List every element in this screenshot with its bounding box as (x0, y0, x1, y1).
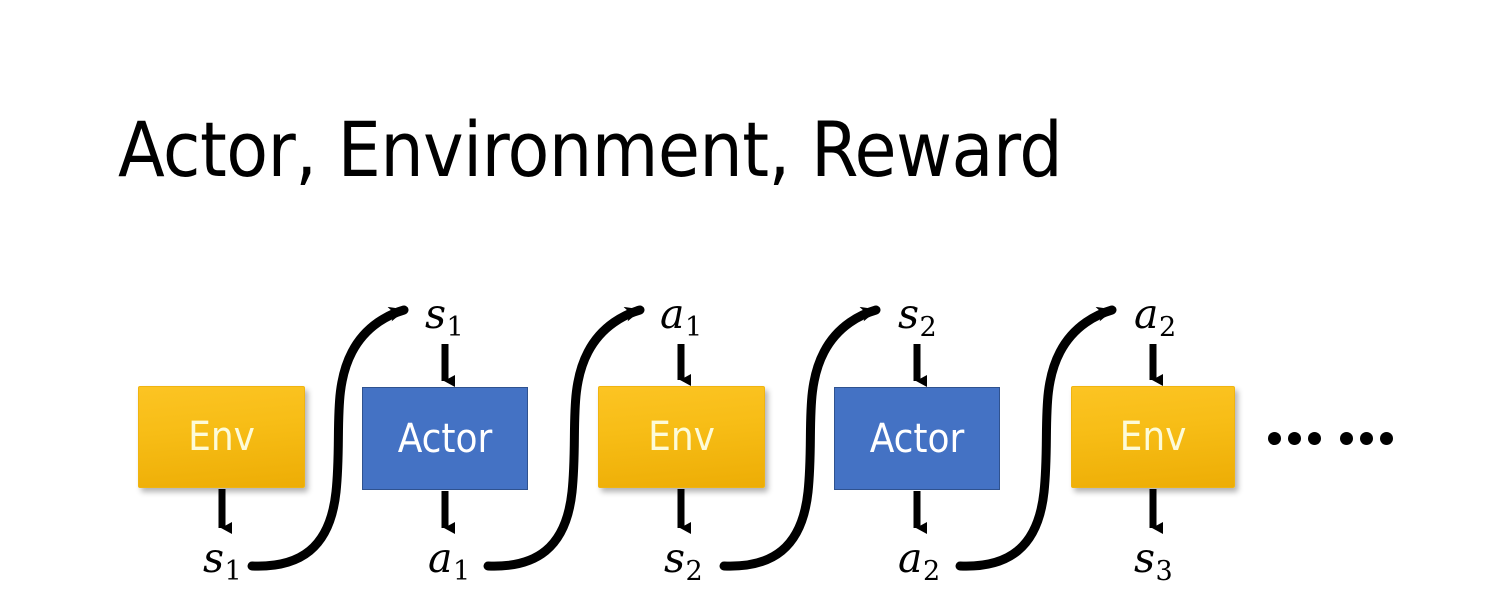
label-base: s (898, 290, 920, 338)
label-sub: 2 (922, 555, 941, 587)
label-sub: 1 (224, 555, 242, 587)
ellipsis-continuation (1268, 432, 1393, 445)
node-env-2[interactable]: Env (598, 386, 765, 488)
label-base: s (425, 290, 447, 338)
node-label: Env (648, 414, 715, 460)
node-actor-2[interactable]: Actor (834, 387, 1000, 490)
node-label: Actor (397, 415, 493, 462)
ellipsis-dot (1340, 432, 1353, 445)
label-sub: 1 (446, 311, 464, 343)
node-label: Env (188, 414, 255, 460)
node-label: Env (1119, 414, 1187, 460)
label-state-s2-bottom: s2 (664, 538, 703, 585)
label-base: s (1134, 534, 1156, 582)
label-base: a (898, 534, 923, 582)
label-state-s2-top: s2 (898, 294, 937, 341)
label-base: a (428, 534, 453, 582)
ellipsis-dot (1308, 432, 1321, 445)
node-env-3[interactable]: Env (1071, 386, 1235, 488)
ellipsis-dot (1380, 432, 1393, 445)
label-state-s1-bottom: s1 (203, 538, 242, 585)
label-action-a2-top: a2 (1134, 294, 1176, 341)
label-sub: 2 (1158, 311, 1177, 343)
ellipsis-gap (1328, 438, 1333, 439)
arrows-box-to-label (218, 489, 1163, 534)
label-base: a (1134, 290, 1159, 338)
label-sub: 3 (1155, 555, 1173, 587)
ellipsis-dot (1288, 432, 1301, 445)
label-sub: 2 (919, 311, 937, 343)
label-action-a2-bottom: a2 (898, 538, 940, 585)
label-state-s3-bottom: s3 (1134, 538, 1173, 585)
label-action-a1-top: a1 (660, 294, 702, 341)
label-base: s (203, 534, 225, 582)
label-base: a (660, 290, 685, 338)
label-sub: 1 (452, 555, 471, 587)
node-label: Actor (869, 415, 965, 462)
ellipsis-dot (1360, 432, 1373, 445)
label-sub: 2 (685, 555, 703, 587)
label-base: s (664, 534, 686, 582)
label-action-a1-bottom: a1 (428, 538, 470, 585)
node-env-1[interactable]: Env (138, 386, 305, 488)
label-state-s1-top: s1 (425, 294, 464, 341)
label-sub: 1 (684, 311, 703, 343)
page-title: Actor, Environment, Reward (118, 105, 1063, 194)
ellipsis-dot (1268, 432, 1281, 445)
node-actor-1[interactable]: Actor (362, 387, 528, 490)
arrows-label-to-box (441, 344, 1163, 387)
